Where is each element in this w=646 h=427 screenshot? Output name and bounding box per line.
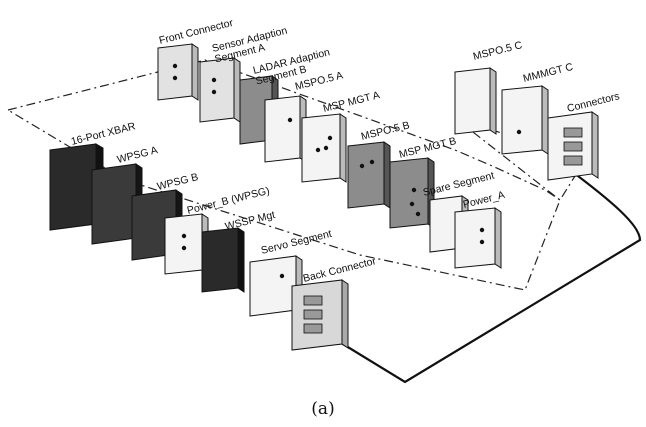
label-servo-segment: Servo Segment [260, 228, 333, 257]
figure-caption: (a) [311, 399, 334, 419]
label-wssp-mgt: WSSP Mgt [224, 209, 277, 233]
label-wpsg-b: WPSG B [156, 171, 200, 193]
module-sensor-adaption-a [199, 57, 241, 123]
back-cable [319, 169, 642, 384]
module-msp-mgt-b [389, 157, 435, 229]
module-connectors [547, 111, 599, 181]
module-back-connector [291, 279, 349, 351]
label-mmmgt-c: MMMGT C [522, 61, 575, 85]
label-msp-mgt-b: MSP MGT B [398, 135, 458, 161]
module-wssp-mgt [201, 227, 245, 293]
module-msp-mgt-a [301, 113, 347, 183]
label-connectors: Connectors [566, 90, 621, 115]
label-power-a: Power_A [462, 189, 506, 211]
label-msp-mgt-a: MSP MGT A [322, 89, 381, 115]
label-mspo5-c: MSPO.5 C [472, 39, 524, 63]
module-front-connector [157, 43, 199, 101]
module-mspo5-b [347, 141, 391, 209]
enclosure-outline [6, 59, 561, 291]
module-mspo5-a [264, 95, 307, 163]
module-mspo5-c [454, 67, 497, 135]
module-power-a [454, 207, 502, 269]
module-mmmgt-c [501, 85, 549, 155]
label-mspo5-b: MSPO.5 B [360, 119, 411, 143]
label-wpsg-a: WPSG A [116, 144, 159, 166]
enclosure-outline-rear [454, 117, 586, 201]
label-16-port-xbar: 16-Port XBAR [70, 120, 137, 148]
